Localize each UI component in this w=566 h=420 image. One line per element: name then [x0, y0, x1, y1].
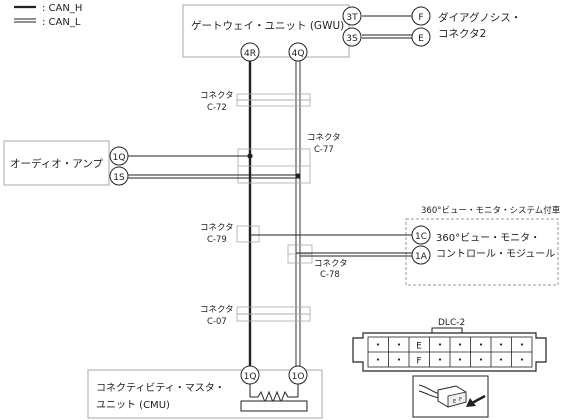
pin-4r-label: 4R: [244, 49, 256, 59]
connector-c07-label-b: C-07: [207, 317, 227, 327]
splice-audio-can-l: [295, 173, 301, 179]
audio-amp-label: オーディオ・アンプ: [10, 157, 104, 170]
dlc2-pin-dots: [376, 343, 524, 361]
pin-e: [411, 27, 431, 47]
dlc2-title: DLC-2: [438, 318, 465, 328]
connector-c77-label-b: C-77: [314, 145, 334, 155]
audio-amp-box: [3, 140, 110, 186]
camera-module-box: [405, 218, 559, 286]
gwu-label: ゲートウェイ・ユニット (GWU): [191, 20, 344, 32]
connector-c72-label-a: コネクタ: [200, 91, 234, 101]
connector-c78-label-a: コネクタ: [314, 259, 348, 269]
connector-c79-box: [236, 225, 260, 243]
pin-cam-1a-label: 1A: [415, 252, 428, 262]
pin-4q: [288, 42, 308, 62]
connector-c78-label-b: C-78: [320, 270, 340, 280]
connector-c79-label-a: コネクタ: [200, 223, 234, 233]
plug-face: [447, 391, 467, 408]
splice-audio-can-h: [247, 153, 253, 159]
diag-connector-label-2: コネクタ2: [438, 28, 486, 40]
connector-c07-label-a: コネクタ: [200, 305, 234, 315]
pin-f-label: F: [418, 13, 423, 23]
pin-cmu-1q-label: 1Q: [244, 372, 257, 382]
dlc2-pin-f: F: [416, 357, 421, 367]
dlc2-pin-e: E: [416, 342, 422, 352]
gwu-box: [182, 4, 350, 58]
connector-c72-bottom: [236, 99, 311, 107]
pin-4r: [240, 42, 260, 62]
cmu-label-1: コネクティビティ・マスタ・: [96, 382, 225, 394]
camera-option-note: 360°ビュー・モニタ・システム付車: [421, 205, 561, 216]
plug-label-f: F: [459, 397, 462, 403]
connector-c77-label-a: コネクタ: [307, 133, 341, 143]
connector-c72-top: [236, 93, 311, 101]
camera-module-label-1: 360°ビュー・モニタ・: [436, 232, 540, 244]
plug-label-e: E: [453, 399, 456, 405]
pin-audio-1q-label: 1Q: [113, 153, 126, 163]
pin-f: [411, 6, 431, 26]
connector-c79-label-b: C-79: [207, 235, 227, 245]
cmu-label-2: ユニット (CMU): [96, 400, 170, 411]
pin-cam-1c-label: 1C: [415, 232, 427, 242]
terminator-base: [240, 400, 308, 412]
pin-cam-1a: [411, 245, 431, 265]
pin-cam-1c: [411, 225, 431, 245]
connector-c07-top: [236, 306, 311, 315]
connector-c07-bottom: [236, 313, 311, 322]
pin-audio-1s-label: 1S: [113, 173, 125, 183]
pin-audio-1q: [109, 146, 129, 166]
pin-cmu-1o-label: 1O: [292, 372, 305, 382]
pin-e-label: E: [418, 34, 424, 44]
legend-can-l-label: : CAN_L: [42, 17, 81, 28]
pin-audio-1s: [109, 166, 129, 186]
legend-can-h-label: : CAN_H: [42, 3, 82, 14]
pin-3s-label: 3S: [346, 34, 358, 44]
dlc2-notch: [431, 327, 463, 334]
pin-3t-label: 3T: [346, 13, 358, 23]
camera-module-label-2: コントロール・モジュール: [436, 249, 555, 260]
connector-c72-label-b: C-72: [207, 103, 227, 113]
pin-3s: [342, 27, 362, 47]
plug-pointer-arrow-icon: [466, 394, 486, 407]
pin-4q-label: 4Q: [292, 49, 305, 59]
pin-3t: [342, 6, 362, 26]
dlc2-pin-grid: [367, 336, 533, 368]
diag-connector-label-1: ダイアグノシス・: [438, 11, 521, 24]
